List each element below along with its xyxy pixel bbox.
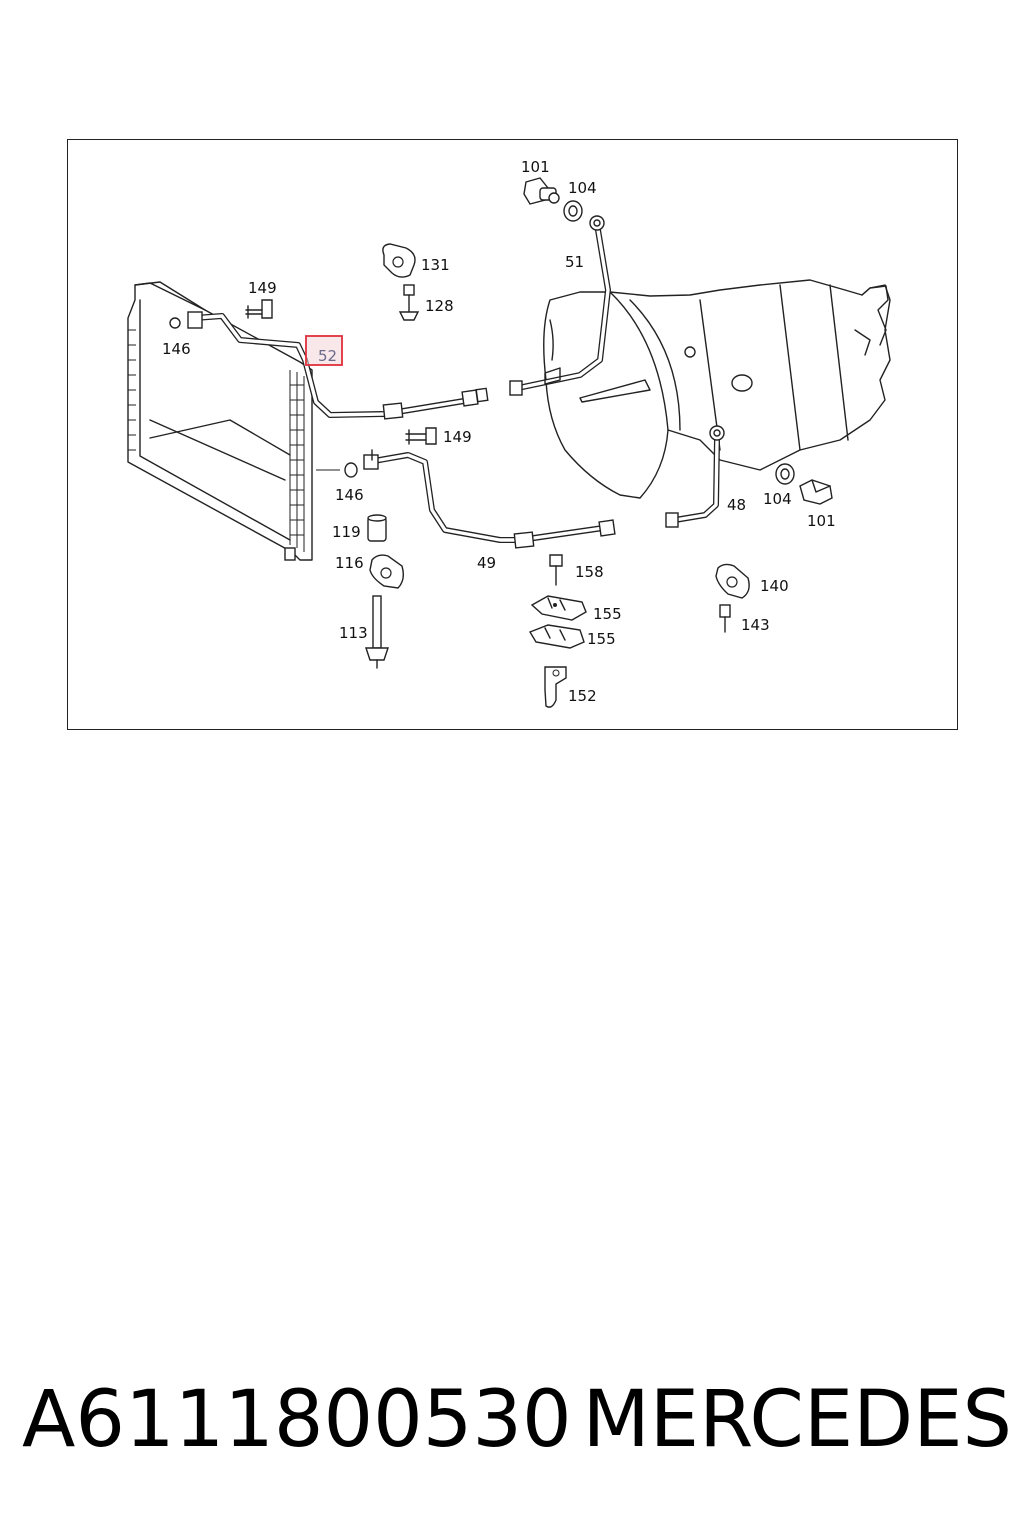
diagram-frame <box>67 139 958 730</box>
callout-113[interactable]: 113 <box>339 624 368 642</box>
seal-ring-104-top <box>563 200 583 222</box>
bolt-113 <box>365 595 389 669</box>
callout-146-top[interactable]: 146 <box>162 340 191 358</box>
callout-149-mid[interactable]: 149 <box>443 428 472 446</box>
banjo-bolt-101-top <box>523 177 560 205</box>
callout-116[interactable]: 116 <box>335 554 364 572</box>
callout-119[interactable]: 119 <box>332 523 361 541</box>
brand-name: MERCEDES <box>582 1375 1013 1465</box>
seal-ring-146-mid <box>344 462 358 478</box>
callout-104-top[interactable]: 104 <box>568 179 597 197</box>
callout-143[interactable]: 143 <box>741 616 770 634</box>
callout-155-a[interactable]: 155 <box>593 605 622 623</box>
banjo-bolt-101-right <box>799 479 833 505</box>
screw-149-mid <box>405 427 437 445</box>
callout-155-b[interactable]: 155 <box>587 630 616 648</box>
part-number: A6111800530 <box>22 1375 572 1465</box>
callout-146-mid[interactable]: 146 <box>335 486 364 504</box>
callout-48[interactable]: 48 <box>727 496 746 514</box>
bushing-119 <box>367 514 387 542</box>
seal-ring-104-right <box>775 463 795 485</box>
bracket-155-b <box>528 624 585 649</box>
clamp-140 <box>715 563 750 599</box>
callout-158[interactable]: 158 <box>575 563 604 581</box>
bracket-152 <box>544 666 567 708</box>
callout-52[interactable]: 52 <box>318 347 337 365</box>
highlight-box <box>305 335 343 366</box>
pipe-49 <box>363 449 616 549</box>
clamp-116 <box>369 554 405 589</box>
pipe-52 <box>187 311 489 420</box>
callout-101-top[interactable]: 101 <box>521 158 550 176</box>
callout-51[interactable]: 51 <box>565 253 584 271</box>
clamp-131 <box>382 243 416 278</box>
callout-101-right[interactable]: 101 <box>807 512 836 530</box>
callout-149-top[interactable]: 149 <box>248 279 277 297</box>
callout-128[interactable]: 128 <box>425 297 454 315</box>
bracket-155-a <box>530 595 587 621</box>
callout-104-right[interactable]: 104 <box>763 490 792 508</box>
caption-bar: A6111800530 MERCEDES <box>22 1370 1012 1470</box>
callout-131[interactable]: 131 <box>421 256 450 274</box>
screw-143 <box>719 604 731 633</box>
screw-149-top <box>245 299 273 319</box>
callout-140[interactable]: 140 <box>760 577 789 595</box>
screw-158 <box>549 554 563 586</box>
callout-152[interactable]: 152 <box>568 687 597 705</box>
pipe-51 <box>509 215 611 396</box>
pipe-48 <box>665 425 725 528</box>
screw-128 <box>398 284 420 321</box>
oil-cooler-drawing <box>127 281 313 561</box>
callout-49[interactable]: 49 <box>477 554 496 572</box>
